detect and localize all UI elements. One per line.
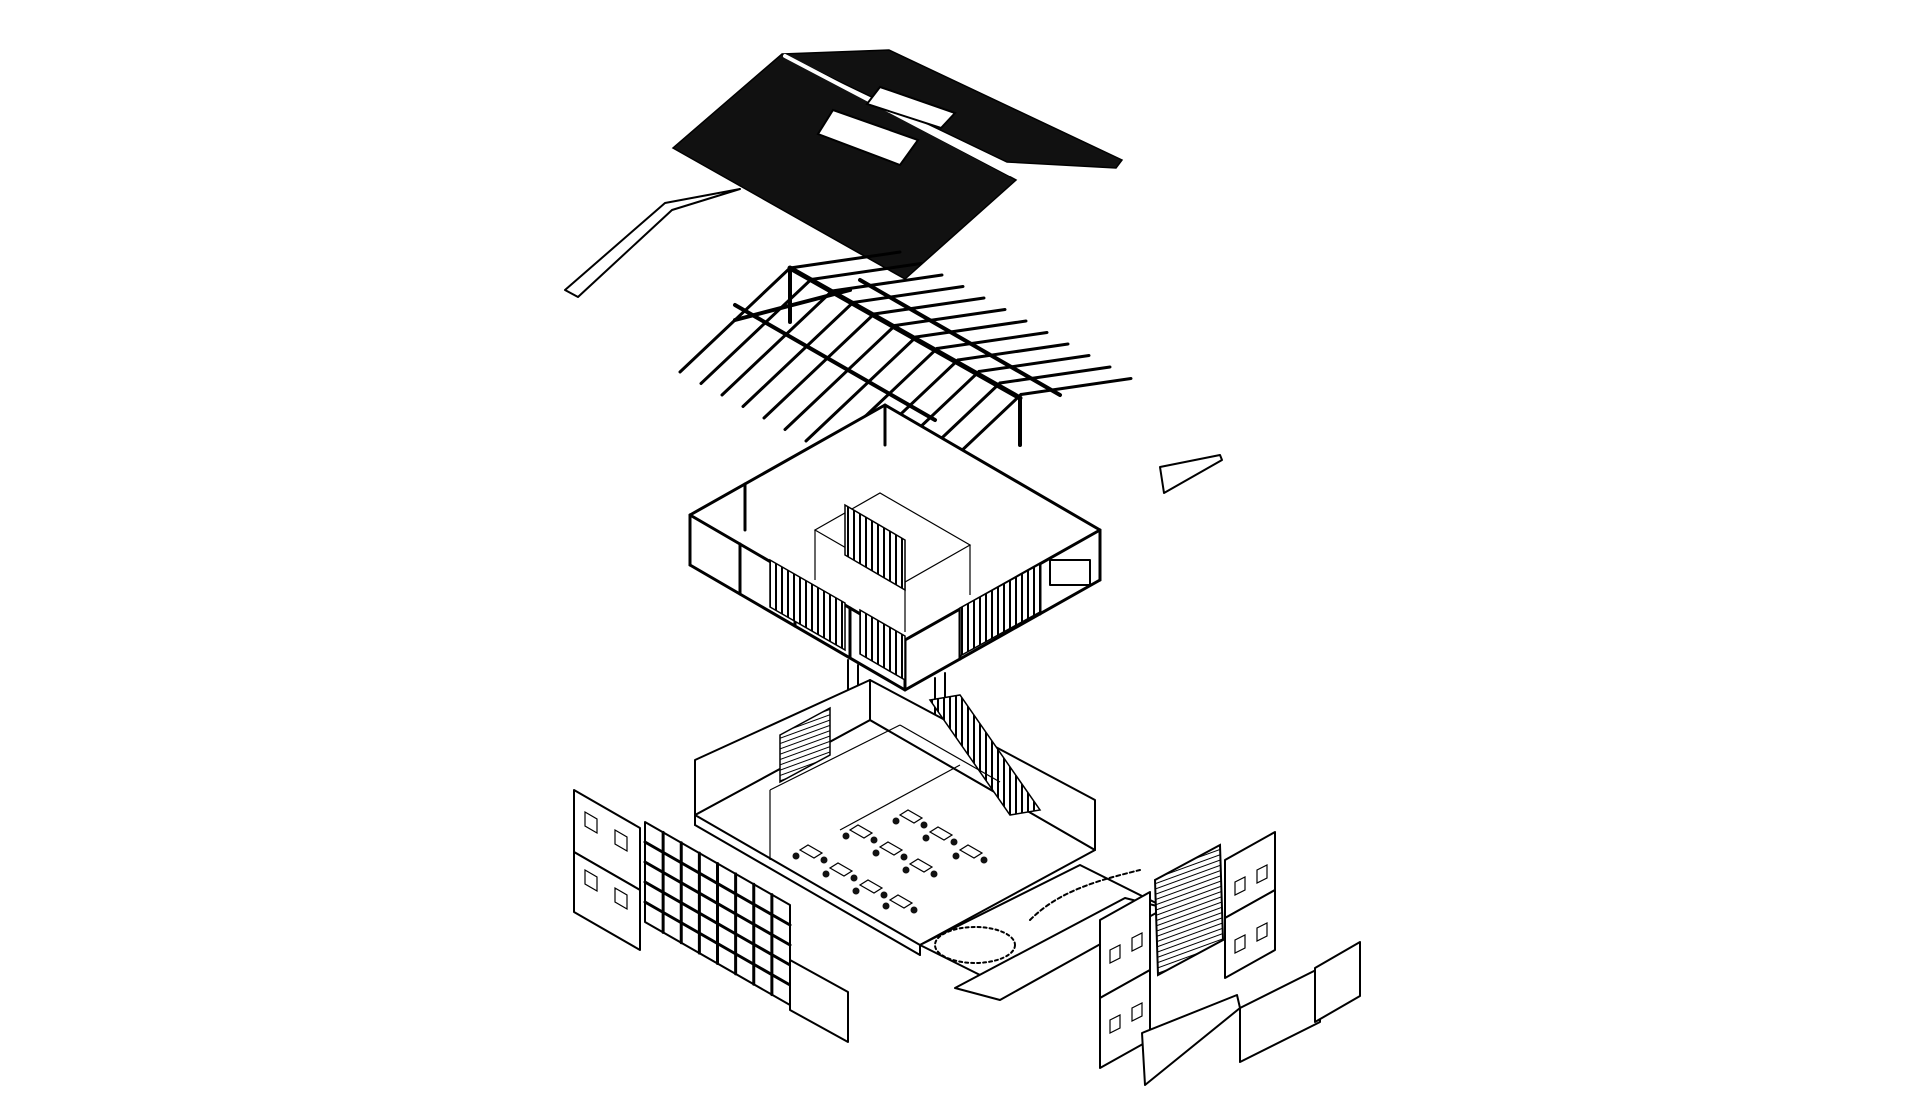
facade-right-hatched (1153, 843, 1225, 977)
furniture-group (792, 809, 988, 914)
rafter-right (998, 365, 1112, 385)
grid-transom (643, 840, 792, 927)
rafters-right (788, 250, 1133, 396)
table (798, 844, 824, 859)
rafter-left (741, 301, 855, 408)
chair (892, 817, 900, 825)
loose-panel-1 (1141, 994, 1241, 1086)
roof-covering-layer (564, 49, 1124, 298)
chair (880, 891, 888, 899)
roof-ridge (783, 54, 1012, 176)
facade-right-windows (1109, 864, 1268, 1034)
rafter-left (783, 324, 897, 431)
bookshelf-3 (844, 503, 906, 592)
stone-path (1029, 869, 1141, 921)
chair (950, 838, 958, 846)
table (928, 826, 954, 841)
chair (920, 821, 928, 829)
stone-ring (934, 926, 1016, 964)
table (828, 862, 854, 877)
rafter-right (893, 308, 1007, 327)
roof-plane-right (781, 49, 1124, 169)
curtain-wall-grid (643, 821, 792, 1006)
tie-beam (733, 288, 852, 322)
chair (850, 874, 858, 882)
rafter-right (956, 342, 1070, 362)
rafter-right (851, 285, 965, 304)
gable-end-panel (564, 188, 741, 298)
dark-wall-panel (779, 706, 831, 784)
chair (872, 849, 880, 857)
grid-transom (643, 880, 792, 967)
table (958, 844, 984, 859)
staircase (928, 694, 1042, 816)
chair (820, 856, 828, 864)
chair (930, 870, 938, 878)
upper-floor-layer (688, 403, 1102, 692)
kitchen-unit (1049, 559, 1091, 586)
rafter-right (977, 354, 1091, 373)
table (848, 824, 874, 839)
roof-structure-layer (678, 250, 1223, 500)
rafter-right (809, 262, 923, 281)
rafter-right (914, 319, 1028, 339)
chair (952, 852, 960, 860)
ground-partitions (769, 724, 1001, 860)
ridge-beam (787, 265, 1023, 401)
skylight-left (816, 108, 920, 167)
loose-panel-3 (1314, 941, 1361, 1023)
chair (910, 906, 918, 914)
chair (902, 866, 910, 874)
facade-left-lower (573, 851, 641, 951)
ground-floor-layer (694, 679, 1166, 1001)
table (898, 809, 924, 824)
chair (980, 856, 988, 864)
small-gable-piece (1159, 454, 1223, 494)
chair (852, 887, 860, 895)
purlin-right (858, 278, 1062, 397)
rafter-left (720, 289, 834, 397)
bookshelf-2 (859, 608, 906, 682)
facade-left-windows (584, 810, 628, 911)
facade-panels-layer (573, 789, 1361, 1086)
loose-panel-2 (1239, 967, 1321, 1063)
facade-far-right-lower (1224, 889, 1276, 979)
chair (792, 852, 800, 860)
facade-left-small (789, 959, 849, 1043)
rafter-right (1019, 377, 1133, 396)
rafter-left (699, 278, 813, 385)
table (878, 841, 904, 856)
chair (842, 832, 850, 840)
rafter-right (935, 331, 1049, 350)
table (908, 858, 934, 873)
grid-transom (643, 860, 792, 947)
chair (882, 902, 890, 910)
skylight-right (865, 85, 957, 130)
chair (870, 836, 878, 844)
rafter-left (804, 335, 918, 443)
chair (922, 834, 930, 842)
rafter-left (762, 312, 876, 420)
purlin-left (733, 303, 937, 422)
rafter-right (788, 250, 902, 270)
table (858, 879, 884, 894)
rafter-right (872, 296, 986, 316)
grid-transom (643, 900, 792, 987)
chair (900, 853, 908, 861)
glazing-right (959, 562, 1041, 658)
bookshelf-1 (769, 558, 846, 652)
table (888, 894, 914, 909)
chair (822, 870, 830, 878)
